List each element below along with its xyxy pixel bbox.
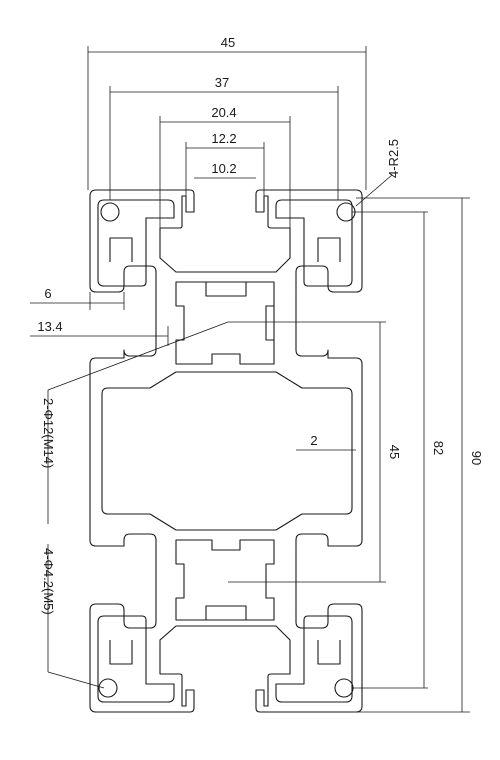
dim-width-slots: 37: [215, 75, 229, 90]
dim-width-slot-mid: 12.2: [211, 131, 236, 146]
dimension-lines: [30, 46, 470, 713]
hole-bottom-left: [98, 678, 118, 698]
dim-width-overall: 45: [221, 35, 235, 50]
dimension-labels: 45 37 20.4 12.2 10.2 4-R2.5 90 82 45 6 1…: [37, 35, 484, 615]
dim-corner-radius: 4-R2.5: [386, 139, 401, 178]
dim-wall-13-4: 13.4: [37, 319, 62, 334]
dim-width-slot-outer: 20.4: [211, 105, 236, 120]
hole-bottom-right: [334, 678, 354, 698]
dim-height-overall: 90: [469, 451, 484, 465]
dim-wall-2: 2: [310, 433, 317, 448]
dim-height-half: 45: [387, 445, 402, 459]
dim-wall-6: 6: [44, 286, 51, 301]
hole-top-left: [100, 202, 120, 222]
dim-holes-corner: 4-Φ4.2(M5): [41, 548, 56, 615]
profile-outline: [89, 189, 363, 713]
dim-width-slot-inner: 10.2: [211, 161, 236, 176]
dim-holes-center: 2-Φ12(M14): [41, 398, 56, 468]
dim-height-slots: 82: [431, 441, 446, 455]
